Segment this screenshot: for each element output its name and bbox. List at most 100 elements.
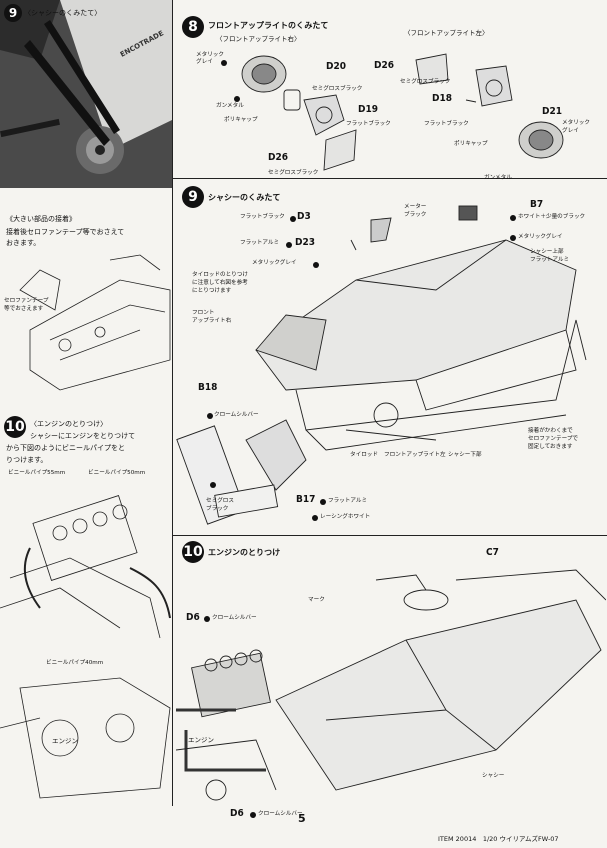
s10-chassis: シャシー bbox=[482, 773, 505, 779]
sub-text-2: おきます。 bbox=[6, 239, 41, 247]
s8-flat-black-r: フラットブラック bbox=[346, 121, 391, 127]
paint-dot bbox=[312, 515, 318, 521]
s9-cello-note-1: 接着がかわくまで bbox=[528, 428, 573, 434]
paint-dot bbox=[234, 96, 240, 102]
step-10-left-title: 〈エンジンのとりつけ〉 bbox=[30, 420, 108, 428]
cello-label-2: 等でおさえます bbox=[4, 306, 44, 312]
s9-chrome-silver: クロームシルバー bbox=[214, 412, 259, 418]
s8-semigloss-black-r2: セミグロスブラック bbox=[268, 170, 319, 176]
item-code: ITEM 20014 1/20 ウイリアムズFW-07 bbox=[438, 835, 559, 843]
step-10-text-2: から下図のようにビニールパイプをと bbox=[6, 444, 125, 452]
s9-flat-black-d3: フラットブラック bbox=[240, 214, 285, 220]
step-10-text-3: りつけます。 bbox=[6, 456, 48, 464]
s9-cello-note-3: 固定しておきます bbox=[528, 444, 573, 450]
step-8-title: フロントアップライトのくみたて bbox=[208, 21, 329, 30]
s8-flat-black-l: フラットブラック bbox=[424, 121, 469, 127]
step-10-main-badge: 10 bbox=[182, 541, 204, 563]
step-8-left-title: 〈フロントアップライト左〉 bbox=[404, 29, 489, 37]
s8-gunmetal-l: ガンメタル bbox=[484, 175, 512, 181]
paint-dot bbox=[250, 812, 256, 818]
step-10-badge: 10 bbox=[4, 416, 26, 438]
step-9-main-badge: 9 bbox=[182, 186, 204, 208]
s9-meter-black-1: メーター bbox=[404, 204, 427, 210]
part-d23: D23 bbox=[295, 237, 315, 248]
paint-dot bbox=[204, 616, 210, 622]
step-8-badge: 8 bbox=[182, 16, 204, 38]
page-number: 5 bbox=[298, 812, 306, 825]
part-b17: B17 bbox=[296, 494, 316, 505]
s8-semigloss-black-r1: セミグロスブラック bbox=[312, 86, 363, 92]
s9-metallic-gray-a: メタリックグレイ bbox=[252, 260, 297, 266]
s9-semigloss-black-1: セミグロス bbox=[206, 498, 234, 504]
step-10-text-1: シャシーにエンジンをとりつけて bbox=[30, 432, 136, 440]
sub-text-1: 接着後セロファンテープ等でおさえて bbox=[6, 228, 125, 236]
s10-mark: マーク bbox=[308, 597, 325, 603]
s9-metallic-gray-b: メタリックグレイ bbox=[518, 234, 563, 240]
s8-polycap-l: ポリキャップ bbox=[454, 141, 488, 147]
s8-gunmetal-r: ガンメタル bbox=[216, 103, 244, 109]
pipe-55-label: ビニールパイプ55mm bbox=[8, 470, 66, 476]
s8-semigloss-black-l: セミグロスブラック bbox=[400, 79, 451, 85]
paint-dot bbox=[510, 215, 516, 221]
s9-tierod: タイロッド bbox=[350, 452, 378, 458]
s9-cello-note-2: セロファンテープで bbox=[528, 436, 579, 442]
chassis-tape-diagram bbox=[19, 254, 171, 391]
s8-polycap-r: ポリキャップ bbox=[224, 117, 258, 123]
paint-dot bbox=[286, 242, 292, 248]
part-d26-r: D26 bbox=[268, 152, 288, 163]
part-d6-a: D6 bbox=[186, 612, 200, 623]
s8-metallic-gray-l-1: メタリック bbox=[562, 120, 590, 126]
s10-engine: エンジン bbox=[188, 736, 214, 744]
step-9-photo-title: 〈シャシーのくみたて〉 bbox=[24, 9, 102, 17]
s8-metallic-gray-l-2: グレイ bbox=[562, 128, 579, 134]
s10-chrome-silver-b: クロームシルバー bbox=[258, 811, 303, 817]
part-c7: C7 bbox=[486, 547, 499, 558]
engine-bottom-diagram bbox=[0, 677, 171, 799]
sub-heading: 《大きい部品の接着》 bbox=[6, 215, 76, 223]
part-d19: D19 bbox=[358, 104, 378, 115]
part-d18: D18 bbox=[432, 93, 452, 104]
step-10-diagram bbox=[176, 569, 606, 801]
s9-chassis-upper-1: シャシー上部 bbox=[530, 249, 564, 255]
s8-metallic-gray-r-2: グレイ bbox=[196, 59, 213, 65]
s9-front-upright-l: フロントアップライト左 bbox=[384, 452, 446, 458]
s9-tierod-note-1: タイロッドのとりつけ bbox=[192, 272, 248, 278]
s9-tierod-note-3: にとりつけます bbox=[192, 288, 232, 294]
step-9-title: シャシーのくみたて bbox=[208, 193, 281, 202]
s9-front-upright-r-2: アップライト右 bbox=[192, 318, 232, 324]
step-8-diagram bbox=[241, 53, 564, 171]
pipe-50-label: ビニールパイプ50mm bbox=[88, 470, 146, 476]
paint-dot bbox=[290, 216, 296, 222]
paint-dot bbox=[320, 499, 326, 505]
s9-racing-white: レーシングホワイト bbox=[320, 514, 371, 520]
pipe-40-label: ビニールパイプ40mm bbox=[46, 660, 104, 666]
s10-chrome-silver-a: クロームシルバー bbox=[212, 615, 257, 621]
s9-chassis-lower: シャシー下部 bbox=[448, 452, 482, 458]
step-10-title: エンジンのとりつけ bbox=[208, 548, 281, 557]
part-d21: D21 bbox=[542, 106, 562, 117]
paint-dot bbox=[313, 262, 319, 268]
part-d6-b: D6 bbox=[230, 808, 244, 819]
part-d26-l: D26 bbox=[374, 60, 394, 71]
paint-dot bbox=[210, 482, 216, 488]
s8-metallic-gray-r-1: メタリック bbox=[196, 52, 224, 58]
step-8-right-title: 〈フロントアップライト右〉 bbox=[216, 35, 301, 43]
part-b18: B18 bbox=[198, 382, 218, 393]
s9-flat-alu-d23: フラットアルミ bbox=[240, 240, 280, 246]
s9-chassis-upper-2: フラットアルミ bbox=[530, 257, 570, 263]
engine-pipe-diagram bbox=[0, 495, 171, 639]
part-d3: D3 bbox=[297, 211, 311, 222]
divider-9-10 bbox=[172, 535, 607, 536]
s9-white-black: ホワイト＋少量のブラック bbox=[518, 214, 586, 220]
engine-label-left: エンジン bbox=[52, 737, 78, 745]
s9-semigloss-black-2: ブラック bbox=[206, 506, 229, 512]
s9-front-upright-r-1: フロント bbox=[192, 310, 215, 316]
column-divider bbox=[172, 0, 173, 806]
part-d20: D20 bbox=[326, 61, 346, 72]
paint-dot bbox=[207, 413, 213, 419]
divider-8-9 bbox=[172, 178, 607, 179]
cello-label-1: セロファンテープ bbox=[4, 298, 49, 304]
step-9-badge: 9 bbox=[4, 4, 22, 22]
assembly-photo bbox=[0, 0, 172, 188]
s9-tierod-note-2: に注意して右図を参考 bbox=[192, 280, 248, 286]
